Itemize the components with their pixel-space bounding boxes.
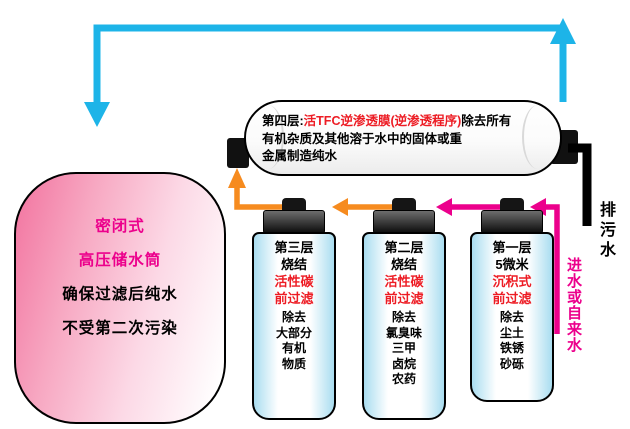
storage-tank-text: 密闭式 高压储水筒 确保过滤后纯水 不受第二次污染 — [14, 210, 226, 346]
stage3-media1: 活性碳 — [274, 274, 314, 289]
housing-line2: 有机杂质及其他溶于水中的固体或重 — [262, 131, 463, 146]
stage2-to-stage3-arrowhead — [332, 198, 348, 216]
stage1-remove2: 铁锈 — [499, 341, 524, 355]
stage1-remove0: 除去 — [499, 310, 524, 324]
filter-stage2-cap — [373, 210, 435, 234]
tank-line-sealed: 密闭式 — [95, 218, 145, 235]
tank-line-nopollution: 不受第二次污染 — [62, 320, 178, 337]
stage1-media1: 沉积式 — [492, 274, 532, 289]
filter-stage2-body: 第二层 烧结 活性碳 前过滤 除去 氯臭味 三甲 卤烷 农药 — [362, 232, 446, 420]
pure-water-down-arrowhead — [84, 102, 110, 127]
stage2-remove4: 农药 — [391, 372, 416, 386]
filter-stage3-body: 第三层 烧结 活性碳 前过滤 除去 大部分 有机 物质 — [252, 232, 336, 420]
filter-stage1-cap — [481, 210, 543, 234]
stage3-remove3: 物质 — [281, 356, 306, 371]
pure-water-top-line — [93, 24, 566, 104]
housing-line3: 金属制造纯水 — [262, 149, 338, 163]
housing-line1-prefix: 第四层: — [262, 114, 304, 128]
inlet-water-label: 进水或自来水 — [565, 257, 582, 353]
stage3-title: 第三层 — [274, 240, 314, 255]
stage3-type: 烧结 — [280, 257, 307, 272]
stage1-type: 5微米 — [495, 257, 529, 272]
membrane-inlet-fitting — [227, 138, 249, 168]
housing-line1-red: 活TFC逆渗透膜(逆渗透程序) — [303, 114, 462, 128]
stage1-remove1: 尘土 — [499, 325, 524, 340]
housing-line1-suffix: 除去所有 — [461, 114, 512, 128]
tank-line-highpressure: 高压储水筒 — [78, 252, 162, 269]
housing-left-seam — [252, 105, 284, 169]
stage3-remove2: 有机 — [281, 341, 306, 355]
stage2-remove0: 除去 — [391, 310, 416, 324]
stage3-remove1: 大部分 — [275, 325, 312, 340]
stage2-remove3: 卤烷 — [391, 356, 416, 371]
stage2-remove2: 三甲 — [391, 341, 416, 355]
stage2-media2: 前过滤 — [384, 291, 424, 306]
stage1-remove3: 砂砾 — [499, 356, 524, 371]
stage3-to-membrane-arrowhead — [228, 168, 246, 188]
stage3-remove0: 除去 — [281, 310, 306, 324]
filter-stage3-cap — [263, 210, 325, 234]
pure-water-up-arrowhead — [550, 18, 576, 44]
filter-stage1-body: 第一层 5微米 沉积式 前过滤 除去 尘土 铁锈 砂砾 — [470, 232, 554, 402]
stage2-remove1: 氯臭味 — [385, 325, 422, 340]
stage1-to-stage2-arrowhead — [436, 198, 452, 216]
ro-membrane-text: 第四层:活TFC逆渗透膜(逆渗透程序)除去所有 有机杂质及其他溶于水中的固体或重… — [262, 113, 556, 166]
tank-line-ensure: 确保过滤后纯水 — [62, 286, 178, 303]
stage1-title: 第一层 — [492, 240, 532, 255]
stage2-title: 第二层 — [384, 240, 424, 255]
storage-tank — [14, 172, 226, 424]
housing-line1: 第四层:活TFC逆渗透膜(逆渗透程序)除去所有 — [262, 113, 556, 131]
housing-right-seam — [522, 105, 554, 169]
drain-water-label: 排污水 — [597, 201, 614, 261]
stage3-media2: 前过滤 — [274, 291, 314, 306]
stage2-media1: 活性碳 — [384, 274, 424, 289]
stage1-media2: 前过滤 — [492, 291, 532, 306]
stage2-type: 烧结 — [390, 257, 417, 272]
